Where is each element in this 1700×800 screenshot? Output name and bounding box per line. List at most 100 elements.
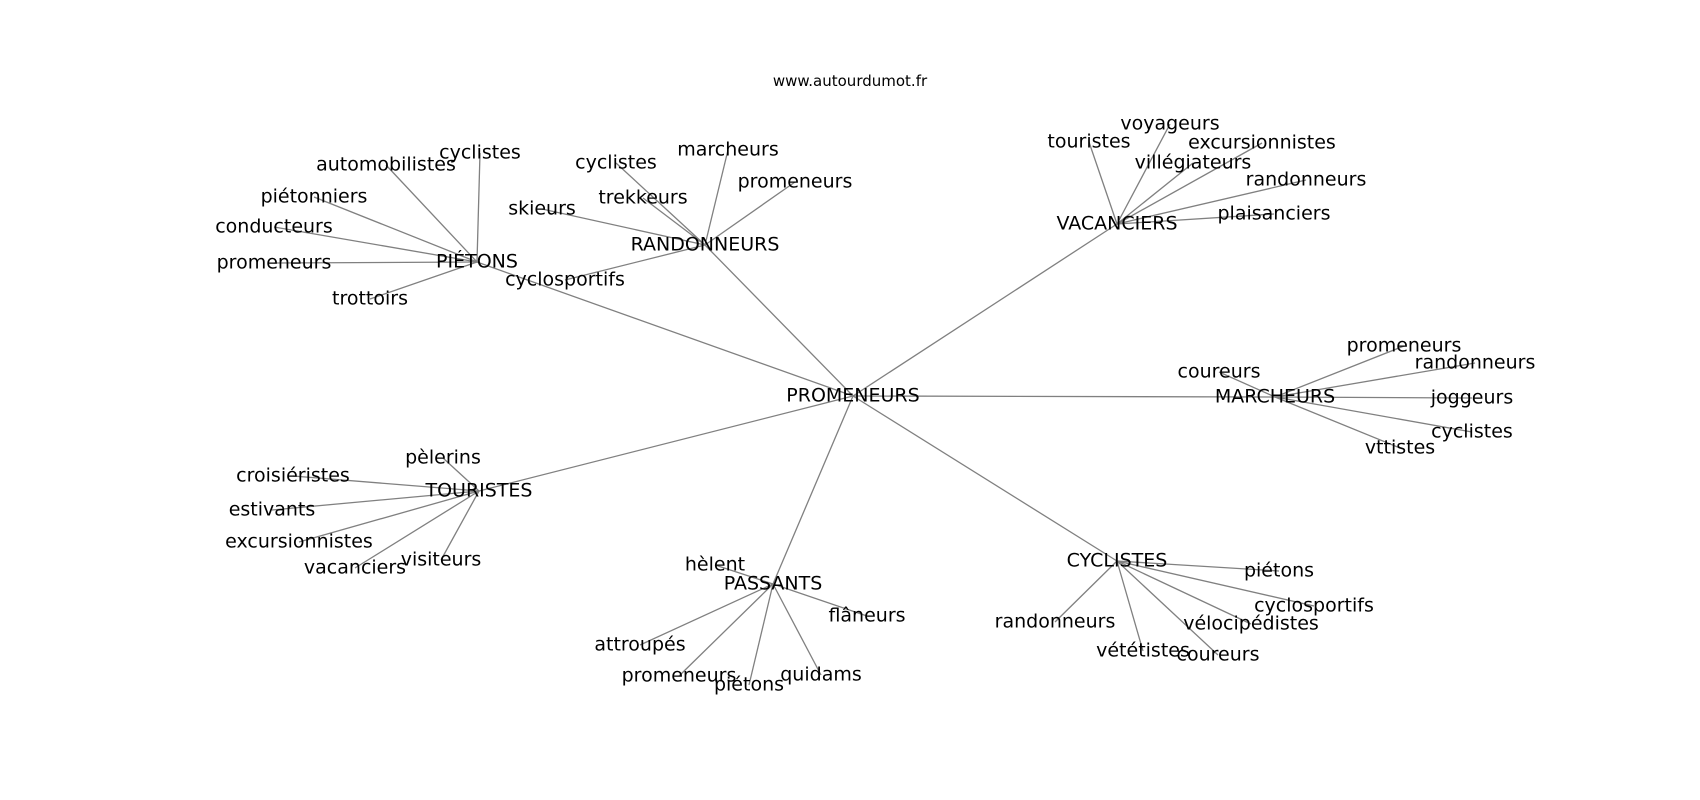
- leaf-node: randonneurs: [1246, 169, 1367, 191]
- leaf-node: vacanciers: [304, 557, 406, 579]
- leaf-node: pèlerins: [405, 447, 481, 469]
- edge-hub-to-leaf: [1116, 162, 1194, 225]
- leaf-node: vélocipédistes: [1183, 613, 1319, 635]
- edge-hub-to-leaf: [1274, 362, 1476, 398]
- edge-hub-to-leaf: [1116, 123, 1171, 225]
- edge-hub-to-leaf: [748, 583, 774, 686]
- edge-hub-to-leaf: [704, 149, 729, 246]
- leaf-node: estivants: [229, 499, 316, 521]
- edge-hub-to-leaf: [298, 490, 480, 543]
- leaf-node: automobilistes: [316, 154, 456, 176]
- edge-hub-to-leaf: [442, 457, 480, 492]
- edge-hub-to-leaf: [1116, 560, 1252, 625]
- leaf-node: piétons: [714, 674, 784, 696]
- hub-node: CYCLISTES: [1067, 550, 1168, 572]
- root-node: PROMENEURS: [786, 385, 919, 407]
- edge-root-to-hub: [852, 395, 1118, 562]
- edge-hub-to-leaf: [369, 261, 478, 300]
- edge-hub-to-leaf: [564, 244, 706, 281]
- leaf-node: coureurs: [1177, 644, 1260, 666]
- edge-hub-to-leaf: [642, 197, 706, 246]
- edge-hub-to-leaf: [1116, 213, 1275, 225]
- hub-node: MARCHEURS: [1215, 386, 1335, 408]
- leaf-node: promeneurs: [622, 665, 737, 687]
- leaf-node: cyclistes: [1431, 421, 1513, 443]
- leaf-node: randonneurs: [995, 611, 1116, 633]
- edge-hub-to-leaf: [541, 208, 706, 246]
- leaf-node: promeneurs: [1347, 335, 1462, 357]
- edge-hub-to-leaf: [772, 583, 822, 676]
- edge-hub-to-leaf: [1274, 396, 1473, 399]
- edge-hub-to-leaf: [1116, 560, 1144, 652]
- site-url: www.autourdumot.fr: [772, 72, 928, 90]
- edge-hub-to-leaf: [1218, 371, 1276, 398]
- leaf-node: promeneurs: [738, 171, 853, 193]
- leaf-node: promeneurs: [217, 252, 332, 274]
- edge-hub-to-leaf: [313, 196, 478, 263]
- leaf-node: cyclosportifs: [1254, 595, 1374, 617]
- leaf-node: cyclistes: [575, 152, 657, 174]
- edge-hub-to-leaf: [476, 152, 481, 263]
- leaf-node: vététistes: [1096, 640, 1190, 662]
- edge-hub-to-leaf: [292, 475, 480, 492]
- edge-hub-to-leaf: [1054, 560, 1118, 623]
- edge-hub-to-leaf: [1116, 179, 1307, 225]
- leaf-node: excursionnistes: [1188, 132, 1336, 154]
- edge-hub-to-leaf: [772, 583, 868, 617]
- edge-hub-to-leaf: [1116, 142, 1263, 225]
- leaf-node: skieurs: [508, 198, 576, 220]
- leaf-node: croisiéristes: [236, 465, 350, 487]
- edge-root-to-hub: [772, 395, 854, 585]
- leaf-node: villégiateurs: [1135, 152, 1252, 174]
- edge-hub-to-leaf: [615, 162, 706, 246]
- hub-node: VACANCIERS: [1056, 213, 1177, 235]
- edge-hub-to-leaf: [1274, 345, 1405, 398]
- leaf-node: randonneurs: [1415, 352, 1536, 374]
- leaf-node: conducteurs: [215, 216, 333, 238]
- leaf-node: marcheurs: [677, 139, 778, 161]
- leaf-node: trekkeurs: [598, 187, 687, 209]
- leaf-node: voyageurs: [1120, 113, 1219, 135]
- edge-hub-to-leaf: [1116, 560, 1280, 572]
- leaf-node: cyclosportifs: [505, 269, 625, 291]
- edge-hub-to-leaf: [1116, 560, 1315, 607]
- edge-hub-to-leaf: [678, 583, 774, 677]
- edge-hub-to-leaf: [440, 490, 480, 561]
- leaf-node: flâneurs: [828, 605, 905, 627]
- edge-hub-to-leaf: [354, 490, 480, 569]
- edge-hub-to-leaf: [271, 490, 480, 511]
- leaf-node: joggeurs: [1430, 387, 1513, 409]
- edges: [271, 123, 1476, 686]
- leaf-node: hèlent: [685, 554, 745, 576]
- leaf-node: piétons: [1244, 560, 1314, 582]
- edge-hub-to-leaf: [273, 261, 478, 264]
- leaf-node: trottoirs: [332, 288, 408, 310]
- hub-node: TOURISTES: [424, 480, 532, 502]
- leaf-node: attroupés: [594, 634, 685, 656]
- edge-hub-to-leaf: [385, 164, 478, 263]
- leaf-node: plaisanciers: [1218, 203, 1331, 225]
- edge-root-to-hub: [852, 223, 1118, 397]
- edge-root-to-hub: [704, 244, 854, 397]
- edge-hub-to-leaf: [639, 583, 774, 646]
- hub-node: PASSANTS: [724, 573, 823, 595]
- edge-hub-to-leaf: [273, 226, 478, 263]
- edge-hub-to-leaf: [1274, 396, 1473, 433]
- leaf-node: quidams: [780, 664, 862, 686]
- hub-node: PIÉTONS: [436, 250, 518, 273]
- leaf-node: coureurs: [1178, 361, 1261, 383]
- leaf-node: cyclistes: [439, 142, 521, 164]
- edge-hub-to-leaf: [1274, 396, 1401, 449]
- edge-hub-to-leaf: [714, 564, 774, 585]
- leaf-node: vttistes: [1365, 437, 1435, 459]
- leaf-node: piétonniers: [261, 186, 368, 208]
- leaf-node: touristes: [1047, 131, 1130, 153]
- edge-hub-to-leaf: [704, 181, 796, 246]
- leaf-node: excursionnistes: [225, 531, 373, 553]
- edge-root-to-hub: [478, 395, 854, 492]
- edge-root-to-hub: [476, 261, 854, 397]
- edge-root-to-hub: [852, 395, 1276, 398]
- edge-hub-to-leaf: [1088, 141, 1118, 225]
- edge-hub-to-leaf: [1116, 560, 1219, 656]
